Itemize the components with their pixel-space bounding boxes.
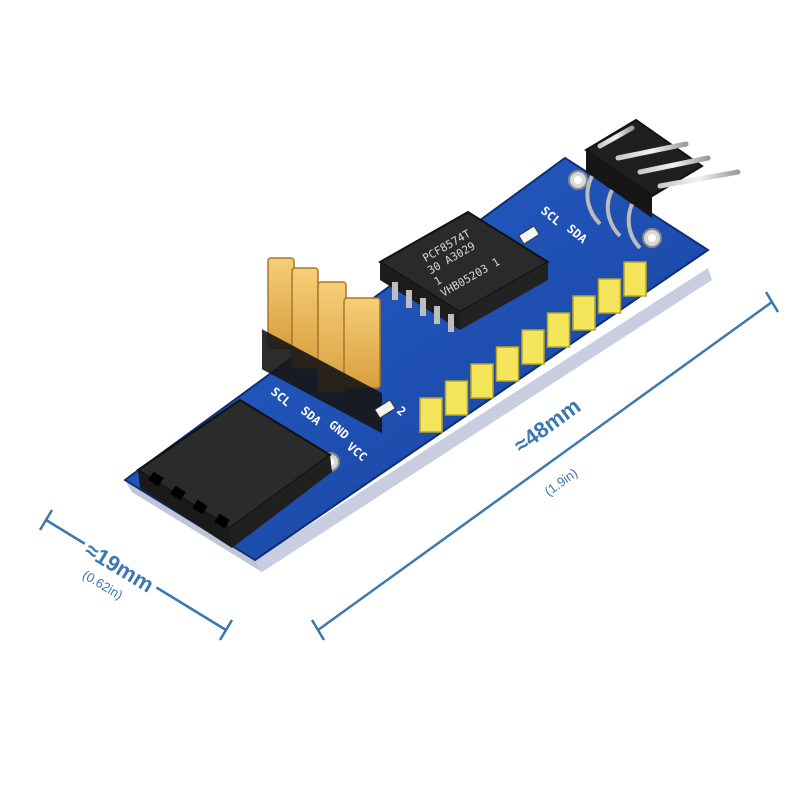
output-pin-block: [470, 363, 494, 399]
output-pin-block: [623, 261, 647, 297]
output-pin-block: [419, 397, 443, 433]
output-pin-block: [597, 278, 622, 314]
output-pin-block: [444, 380, 469, 416]
output-pin-block: [495, 346, 520, 382]
output-pin-block: [546, 312, 571, 348]
output-pin-block: [572, 295, 596, 331]
mounting-hole: [574, 176, 582, 184]
smd-resistor: [518, 225, 540, 245]
smd-resistor: [374, 399, 396, 419]
output-pin-header: [419, 201, 647, 433]
address-jumpers[interactable]: [262, 257, 382, 434]
pcb-edge-right: [255, 268, 712, 572]
output-pin-block: [521, 329, 545, 365]
length-dimension-line: [317, 300, 773, 632]
female-header: [136, 398, 332, 548]
mounting-hole: [648, 234, 656, 242]
male-header: [584, 118, 741, 250]
pcf8574-chip: PCF8574T 30 A3029 1 VHB05203 1: [378, 210, 550, 332]
pcb-edge: [125, 480, 262, 572]
